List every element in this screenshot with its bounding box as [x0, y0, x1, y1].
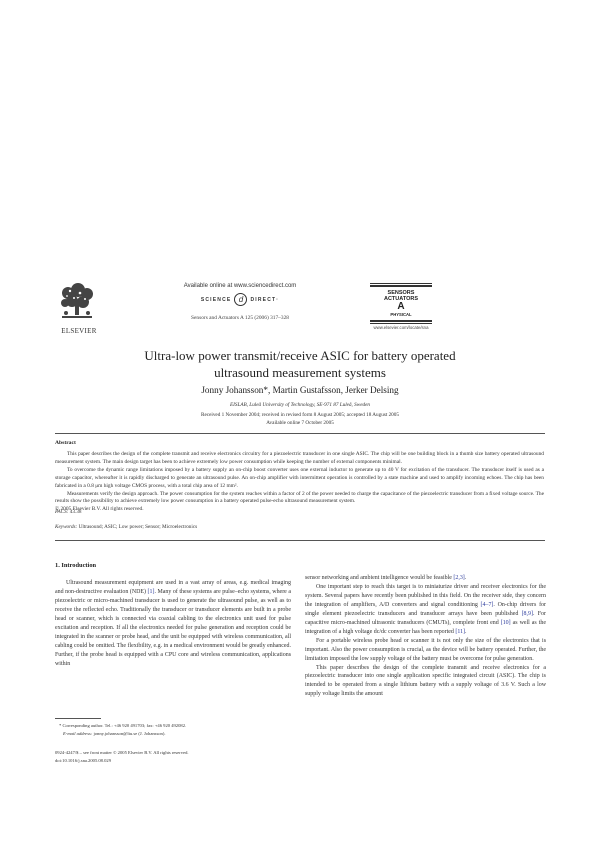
footnote: * Corresponding author. Tel.: +46 920 49…	[55, 722, 291, 738]
footnote-rule	[55, 718, 101, 719]
keywords: Keywords: Ultrasound; ASIC; Low power; S…	[55, 524, 197, 530]
email-value[interactable]: jonny.johansson@ltu.se (J. Johansson).	[92, 731, 166, 736]
pacs-label: PACS:	[55, 509, 69, 515]
paragraph-text: . On-chip drivers for single element pie…	[305, 601, 546, 617]
citation-link[interactable]: [10]	[500, 619, 511, 626]
journal-reference: Sensors and Actuators A 125 (2006) 317–3…	[191, 315, 289, 321]
logo-physical: PHYSICAL	[390, 312, 412, 317]
sciencedirect-block: Available online at www.sciencedirect.co…	[160, 283, 320, 321]
paragraph-text: .	[465, 628, 467, 635]
keywords-label: Keywords:	[55, 524, 78, 530]
intro-paragraph: This paper describes the design of the c…	[305, 664, 546, 698]
affiliation: EISLAB, Luleå University of Technology, …	[230, 402, 370, 408]
citation-link[interactable]: [2,3]	[453, 575, 465, 581]
right-column: sensor networking and ambient intelligen…	[305, 574, 546, 699]
journal-url[interactable]: www.elsevier.com/locate/sna	[373, 325, 429, 330]
pacs-value: 43.38	[68, 509, 82, 515]
elsevier-wordmark: ELSEVIER	[61, 327, 97, 335]
citation-link[interactable]: [1]	[147, 588, 155, 595]
left-column: Ultrasound measurement equipment are use…	[55, 579, 291, 669]
paragraph-text: Ultrasound measurement equipment are use…	[55, 580, 291, 595]
sensors-actuators-logo: SENSORS ACTUATORS A PHYSICAL www.elsevie…	[370, 283, 432, 330]
sciencedirect-left: SCIENCE	[200, 296, 232, 303]
email-label: E-mail address:	[63, 731, 93, 736]
title-line-2: ultrasound measurement systems	[214, 365, 386, 380]
keywords-value: Ultrasound; ASIC; Low power; Sensor; Mic…	[77, 524, 198, 530]
intro-paragraph: sensor networking and ambient intelligen…	[305, 574, 546, 583]
corresponding-author: * Corresponding author. Tel.: +46 920 49…	[59, 723, 187, 728]
paragraph-text: .	[464, 575, 467, 581]
paragraph-text: sensor networking and ambient intelligen…	[305, 575, 454, 581]
top-divider	[55, 433, 545, 434]
intro-paragraph: One important step to reach this target …	[305, 583, 546, 637]
email-line: E-mail address: jonny.johansson@ltu.se (…	[55, 730, 291, 738]
intro-paragraph: Ultrasound measurement equipment are use…	[55, 579, 291, 669]
issn-line: 0924-4247/$ – see front matter © 2005 El…	[55, 750, 189, 755]
sciencedirect-right: DIRECT·	[250, 296, 280, 303]
copyright: © 2005 Elsevier B.V. All rights reserved…	[55, 506, 144, 513]
section-heading-introduction: 1. Introduction	[55, 562, 97, 569]
pacs: PACS: 43.38	[55, 509, 81, 515]
citation-link[interactable]: [4–7]	[480, 601, 494, 608]
paragraph-text: One important step to reach this target …	[305, 583, 546, 608]
paragraph-text: . For capacitive micro-machined ultrason…	[305, 610, 546, 626]
logo-sensors: SENSORS	[387, 290, 415, 296]
elsevier-tree-icon	[58, 283, 96, 321]
article-dates: Received 1 November 2004; received in re…	[100, 412, 500, 427]
logo-rule	[370, 320, 432, 322]
received-dates: Received 1 November 2004; received in re…	[201, 412, 399, 418]
doi-line[interactable]: doi:10.1016/j.sna.2005.08.029	[55, 758, 112, 763]
citation-link[interactable]: [8,9]	[521, 610, 533, 617]
available-date: Available online 7 October 2005	[266, 419, 334, 426]
sciencedirect-logo: SCIENCE d DIRECT·	[160, 293, 320, 306]
authors: Jonny Johansson*, Martin Gustafsson, Jer…	[201, 385, 399, 395]
sciencedirect-mark-icon: d	[234, 293, 248, 306]
citation-link[interactable]: [11]	[455, 628, 466, 635]
abstract-heading: Abstract	[55, 440, 76, 446]
abstract-divider	[55, 540, 545, 541]
abstract-paragraph: Measurements verify the design approach.…	[55, 490, 544, 505]
article-title: Ultra-low power transmit/receive ASIC fo…	[100, 347, 500, 381]
logo-rule	[370, 323, 432, 324]
logo-actuators: ACTUATORS	[383, 296, 419, 302]
logo-rule	[370, 283, 432, 284]
intro-paragraph: For a portable wireless probe head or sc…	[305, 637, 546, 662]
issn-doi: 0924-4247/$ – see front matter © 2005 El…	[55, 749, 291, 765]
paragraph-text: as well as the integration of a high vol…	[305, 619, 546, 635]
abstract-body: This paper describes the design of the c…	[55, 451, 544, 514]
available-online-text[interactable]: Available online at www.sciencedirect.co…	[183, 283, 297, 289]
logo-rule	[370, 285, 432, 287]
paragraph-text: . Many of these systems are pulse–echo s…	[55, 588, 291, 667]
abstract-paragraph: This paper describes the design of the c…	[55, 451, 544, 465]
elsevier-logo: ELSEVIER	[58, 283, 100, 335]
logo-letter: A	[397, 301, 405, 312]
title-line-1: Ultra-low power transmit/receive ASIC fo…	[144, 348, 456, 363]
abstract-paragraph: To overcome the dynamic range limitation…	[55, 466, 544, 489]
